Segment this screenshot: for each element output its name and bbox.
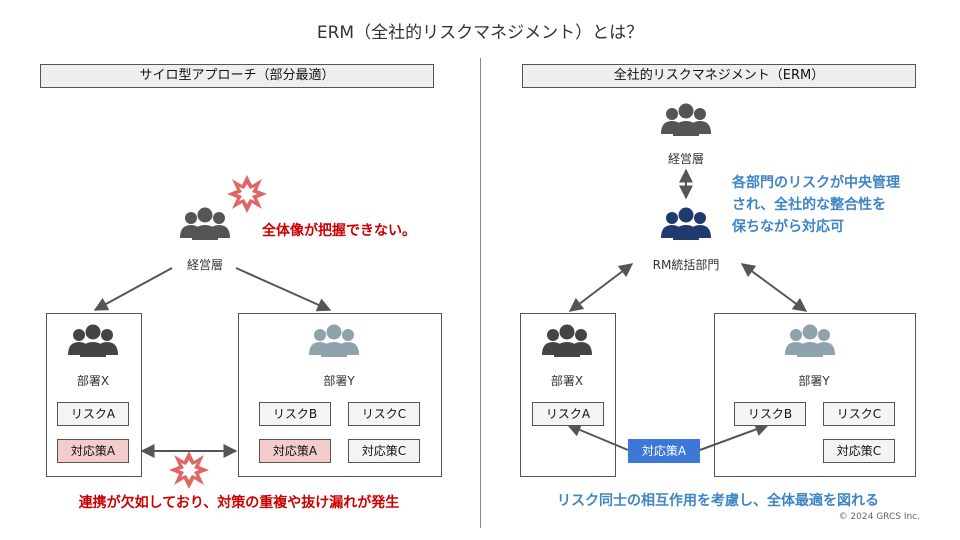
left-y-risk-b: リスクB — [259, 402, 331, 426]
left-x-measure-a: 対応策A — [57, 439, 129, 463]
right-dept-y-label: 部署Y — [798, 374, 830, 388]
right-dept-x-box — [520, 313, 616, 477]
center-divider — [480, 58, 481, 528]
left-header: サイロ型アプローチ（部分最適） — [40, 64, 434, 88]
right-note-line-3: 保ちながら対応可 — [732, 219, 844, 235]
left-arrow-exec-to-y — [235, 267, 332, 312]
right-header: 全社的リスクマネジメント（ERM） — [522, 64, 916, 88]
left-dept-y-label: 部署Y — [323, 374, 355, 388]
rm-label: RM統括部門 — [652, 258, 720, 272]
right-y-measure-c: 対応策C — [823, 439, 895, 463]
left-bottom-burst-icon — [169, 451, 209, 489]
right-arrow-measure-to-risk-a — [566, 423, 629, 451]
copyright: © 2024 GRCS Inc. — [838, 512, 920, 522]
left-y-measure-a: 対応策A — [259, 439, 331, 463]
left-exec-people-icon — [180, 207, 230, 240]
right-arrow-rm-to-x — [568, 263, 634, 312]
right-x-risk-a: リスクA — [532, 402, 604, 426]
right-dept-x-label: 部署X — [550, 374, 584, 388]
right-arrow-measure-to-risk-b — [699, 422, 770, 451]
left-arrow-exec-to-x — [93, 267, 173, 311]
left-warning-text: 全体像が把握できない。 — [262, 223, 416, 239]
left-y-measure-c: 対応策C — [348, 439, 420, 463]
left-dept-y-people-icon — [309, 324, 359, 357]
slide-title: ERM（全社的リスクマネジメント）とは？ — [316, 23, 644, 43]
right-note-line-2: され、全社的な整合性を — [732, 197, 887, 213]
right-note-line-1: 各部門のリスクが中央管理 — [732, 175, 900, 191]
right-y-risk-b: リスクB — [734, 402, 806, 426]
right-arrow-rm-to-y — [740, 263, 808, 312]
left-top-burst-icon — [227, 175, 267, 213]
right-exec-label: 経営層 — [667, 152, 704, 166]
right-shared-measure-a: 対応策A — [628, 439, 700, 463]
left-x-risk-a: リスクA — [57, 402, 129, 426]
left-exec-label: 経営層 — [186, 258, 223, 272]
right-y-risk-c: リスクC — [823, 402, 895, 426]
left-dept-x-label: 部署X — [76, 374, 110, 388]
right-exec-people-icon — [661, 103, 711, 136]
right-note: 各部門のリスクが中央管理 され、全社的な整合性を 保ちながら対応可 — [732, 172, 900, 238]
left-y-risk-c: リスクC — [348, 402, 420, 426]
left-dept-x-people-icon — [68, 324, 118, 357]
right-dept-x-people-icon — [542, 324, 592, 357]
right-dept-y-people-icon — [785, 324, 835, 357]
right-bottom-note: リスク同士の相互作用を考慮し、全体最適を図れる — [557, 493, 879, 509]
rm-people-icon — [661, 207, 711, 240]
left-bottom-note: 連携が欠如しており、対策の重複や抜け漏れが発生 — [78, 495, 400, 511]
